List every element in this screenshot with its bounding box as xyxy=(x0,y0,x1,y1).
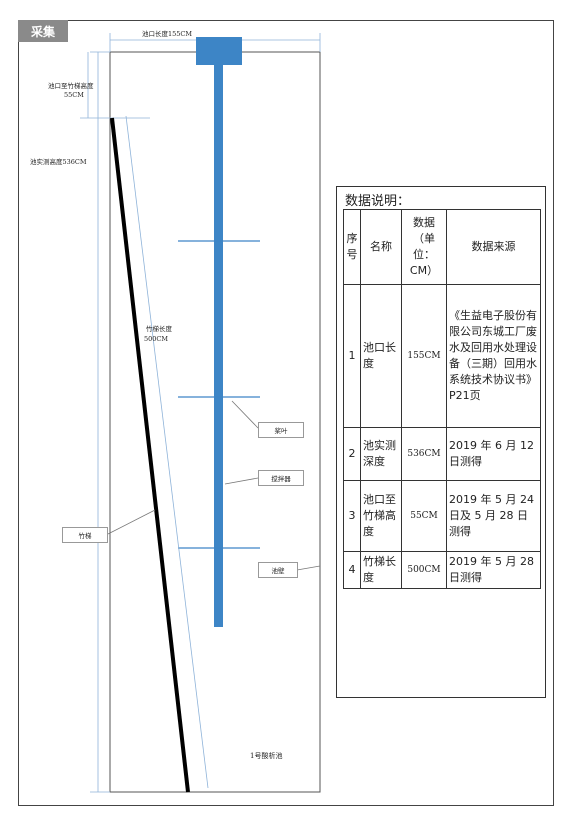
row2-name: 池实测深度 xyxy=(360,427,402,481)
row4-no: 4 xyxy=(343,551,361,589)
table-row: 4 竹梯长度 500CM 2019 年 5 月 28 日测得 xyxy=(343,551,541,589)
ladder-length-label-line2: 500CM xyxy=(144,335,169,343)
row2-no: 2 xyxy=(343,427,361,481)
row2-source: 2019 年 6 月 12 日测得 xyxy=(446,427,541,481)
row1-value: 155CM xyxy=(401,284,447,428)
row1-no: 1 xyxy=(343,284,361,428)
agitator-leader xyxy=(224,477,259,485)
row3-name: 池口至竹梯高度 xyxy=(360,480,402,552)
wall-callout: 池壁 xyxy=(258,562,298,578)
blade-callout: 桨叶 xyxy=(258,422,304,438)
agitator-motor xyxy=(196,37,242,65)
tank-name-label: 1号酸析池 xyxy=(250,752,283,760)
header-no: 序号 xyxy=(343,209,361,285)
table-header-row: 序号 名称 数据（单位：CM） 数据来源 xyxy=(343,209,541,285)
table-row: 1 池口长度 155CM 《生益电子股份有限公司东城工厂废水及回用水处理设备（三… xyxy=(343,284,541,428)
ladder-height-label-line1: 池口至竹梯高度 xyxy=(48,82,94,90)
ladder-length-dimension-line xyxy=(125,115,209,789)
agitator-shaft xyxy=(214,65,223,627)
row3-value: 55CM xyxy=(401,480,447,552)
table-row: 3 池口至竹梯高度 55CM 2019 年 5 月 24 日及 5 月 28 日… xyxy=(343,480,541,552)
data-table: 序号 名称 数据（单位：CM） 数据来源 1 池口长度 155CM 《生益电子股… xyxy=(343,209,541,589)
row4-value: 500CM xyxy=(401,551,447,589)
row4-source: 2019 年 5 月 28 日测得 xyxy=(446,551,541,589)
collect-badge[interactable]: 采集 xyxy=(18,20,68,42)
header-name: 名称 xyxy=(360,209,402,285)
ladder-length-label-line1: 竹梯长度 xyxy=(146,325,172,333)
row2-value: 536CM xyxy=(401,427,447,481)
header-source: 数据来源 xyxy=(446,209,541,285)
pool-length-label: 池口长度155CM xyxy=(142,30,193,38)
data-description-panel: 数据说明： 序号 名称 数据（单位：CM） 数据来源 1 池口长度 155CM … xyxy=(336,186,546,698)
depth-label: 池实测高度536CM xyxy=(30,158,87,166)
ladder-height-label-line2: 55CM xyxy=(64,91,84,99)
data-description-title: 数据说明： xyxy=(345,194,411,209)
row3-source: 2019 年 5 月 24 日及 5 月 28 日测得 xyxy=(446,480,541,552)
row3-no: 3 xyxy=(343,480,361,552)
blade-leader xyxy=(231,400,259,429)
wall-leader xyxy=(296,565,321,571)
row1-name: 池口长度 xyxy=(360,284,402,428)
header-value: 数据（单位：CM） xyxy=(401,209,447,285)
row1-source: 《生益电子股份有限公司东城工厂废水及回用水处理设备（三期）回用水系统技术协议书》… xyxy=(446,284,541,428)
agitator-callout: 搅拌器 xyxy=(258,470,304,486)
ladder-callout: 竹梯 xyxy=(62,527,108,543)
row4-name: 竹梯长度 xyxy=(360,551,402,589)
ladder-leader xyxy=(107,509,156,535)
bamboo-ladder xyxy=(110,117,190,793)
table-row: 2 池实测深度 536CM 2019 年 6 月 12 日测得 xyxy=(343,427,541,481)
